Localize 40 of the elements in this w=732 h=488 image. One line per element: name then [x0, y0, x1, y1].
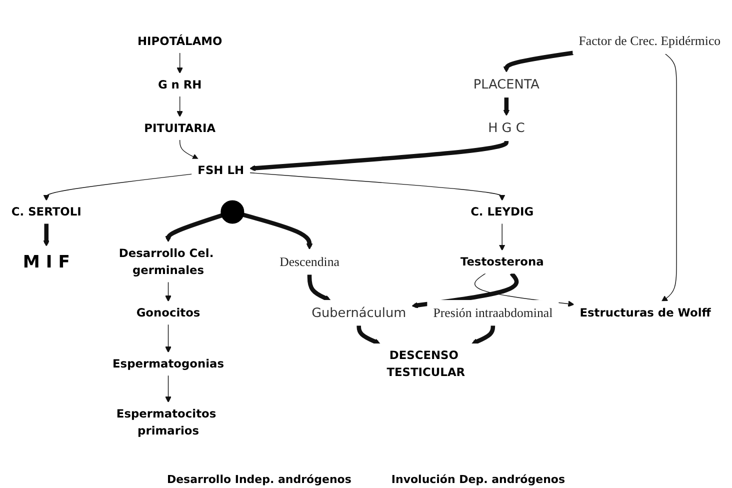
node-text: FSH LH — [198, 163, 244, 178]
arrow — [498, 223, 506, 251]
node-text: Espermatogonias — [112, 356, 224, 370]
arrow — [661, 53, 677, 302]
arrow — [176, 52, 183, 74]
arrow — [179, 139, 198, 160]
node-text: Desarrollo Cel. germinales — [118, 246, 214, 277]
arrow — [471, 324, 496, 345]
arrow — [356, 324, 380, 345]
node-text: C. SERTOLI — [11, 204, 82, 218]
arrow — [43, 174, 192, 201]
node-text: C. LEYDIG — [470, 204, 534, 218]
node-text: Estructuras de Wolff — [580, 306, 711, 320]
arrow — [249, 140, 509, 172]
arrow — [165, 324, 172, 353]
node-text: Factor de Crec. Epidérmico — [578, 34, 721, 48]
arrow — [176, 96, 183, 118]
node-text: Descendina — [280, 254, 340, 269]
node-text: DESCENSO TESTICULAR — [386, 348, 466, 379]
arrow — [249, 172, 506, 201]
node-text: Espermatocitos primarios — [116, 406, 216, 438]
node-text: Gonocitos — [136, 306, 200, 320]
arrow — [165, 281, 172, 302]
node-text: Gubernáculum — [312, 305, 406, 320]
node-text: Testosterona — [460, 254, 544, 268]
arrow — [307, 274, 331, 302]
arrow — [503, 96, 510, 116]
arrow — [165, 374, 172, 403]
node-text: M I F — [22, 252, 70, 272]
note-text: Desarrollo Indep. andrógenos — [166, 473, 352, 486]
arrow — [503, 50, 574, 73]
node-text: PITUITARIA — [144, 121, 216, 135]
node-circle — [220, 200, 244, 224]
note-text: Involución Dep. andrógenos — [391, 473, 566, 486]
arrow — [43, 222, 50, 246]
node-text: G n RH — [158, 78, 202, 92]
node-text: HIPOTÁLAMO — [137, 34, 222, 48]
arrow — [412, 272, 519, 308]
node-text: PLACENTA — [473, 77, 540, 92]
node-text: H G C — [488, 120, 525, 136]
